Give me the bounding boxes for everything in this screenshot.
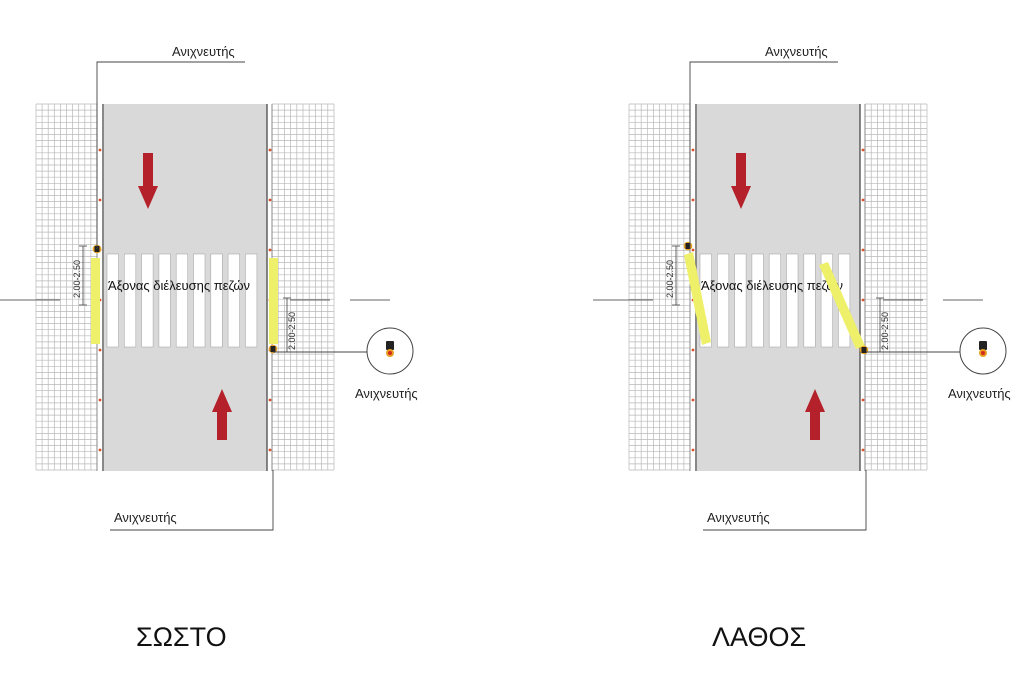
- crosswalk-stripe: [124, 253, 137, 348]
- arrow-down-icon: [138, 153, 158, 209]
- curb-marker: [98, 198, 102, 202]
- curb-marker: [268, 248, 272, 252]
- traffic-light-lamp-core: [981, 351, 985, 355]
- crosswalk-stripe: [141, 253, 154, 348]
- curb-marker: [691, 348, 695, 352]
- leader-bottom: [110, 470, 274, 531]
- dimension-right-text: 2.00-2.50: [880, 312, 890, 350]
- traffic-light-lamp-core: [388, 351, 392, 355]
- crosswalk-stripe: [175, 253, 188, 348]
- pedestrian-axis-label: Άξονας διέλευσης πεζών: [108, 278, 250, 293]
- crosswalk-stripe: [106, 253, 119, 348]
- dimension-left: 2.00-2.50: [72, 245, 87, 306]
- tactile-strip-right: [269, 258, 278, 344]
- dimension-right: 2.00-2.50: [876, 297, 890, 353]
- right-sidewalk-grid: [864, 103, 928, 471]
- pedestrian-axis-label: Άξονας διέλευσης πεζών: [701, 278, 843, 293]
- detector-label-right: Ανιχνευτής: [948, 386, 1011, 401]
- crosswalk-stripe: [820, 253, 833, 348]
- tactile-strip-right: [819, 262, 865, 349]
- dimension-left: 2.00-2.50: [665, 245, 680, 306]
- curb-marker: [268, 448, 272, 452]
- curb-marker: [861, 298, 865, 302]
- detector-label-bottom: Ανιχνευτής: [114, 510, 177, 525]
- leader-bottom: [703, 470, 867, 531]
- sidewalk-grid: [35, 103, 335, 471]
- curb-marker: [268, 148, 272, 152]
- detector-right: [268, 344, 278, 354]
- detector-right: [859, 345, 869, 355]
- dimension-right: 2.00-2.50: [283, 297, 297, 353]
- panel-correct: Άξονας διέλευσης πεζώνΑνιχνευτήςΑνιχνευτ…: [0, 44, 418, 652]
- curb-marker: [268, 398, 272, 402]
- panel-wrong: Άξονας διέλευσης πεζώνΑνιχνευτήςΑνιχνευτ…: [593, 44, 1011, 652]
- leader-top: [689, 61, 838, 249]
- curb-marker: [98, 398, 102, 402]
- tactile-strip-left: [91, 258, 100, 344]
- curb-marker: [691, 448, 695, 452]
- crosswalk-stripe: [210, 253, 223, 348]
- curb-marker: [691, 148, 695, 152]
- detector-body: [270, 346, 276, 352]
- crosswalk-stripe: [803, 253, 816, 348]
- detector-label-bottom: Ανιχνευτής: [707, 510, 770, 525]
- curb-marker: [691, 398, 695, 402]
- detector-label-top: Ανιχνευτής: [172, 44, 235, 59]
- curb-marker: [861, 448, 865, 452]
- left-sidewalk-grid: [35, 103, 98, 471]
- zebra-crossing: [106, 253, 258, 348]
- crosswalk-stripe: [717, 253, 730, 348]
- arrow-down-icon: [731, 153, 751, 209]
- curb-marker: [691, 248, 695, 252]
- crosswalk-stripe: [245, 253, 258, 348]
- traffic-light-icon: [959, 327, 1007, 375]
- curb-marker: [98, 448, 102, 452]
- leader-top: [96, 61, 245, 249]
- dimension-left-text: 2.00-2.50: [665, 260, 675, 298]
- detector-left: [683, 241, 693, 251]
- curb-marker: [861, 148, 865, 152]
- detector-label-right: Ανιχνευτής: [355, 386, 418, 401]
- dimension-right-text: 2.00-2.50: [287, 312, 297, 350]
- right-sidewalk-grid: [271, 103, 335, 471]
- curb-marker: [861, 248, 865, 252]
- dimension-left-text: 2.00-2.50: [72, 260, 82, 298]
- crosswalk-stripe: [734, 253, 747, 348]
- curb-marker: [691, 198, 695, 202]
- arrow-up-icon: [805, 389, 825, 440]
- crosswalk-stripe: [751, 253, 764, 348]
- panel-title: ΣΩΣΤΟ: [136, 622, 227, 652]
- crosswalk-stripe: [786, 253, 799, 348]
- curb-marker: [98, 148, 102, 152]
- detector-body: [861, 347, 867, 353]
- arrow-up-icon: [212, 389, 232, 440]
- left-sidewalk-grid: [628, 103, 691, 471]
- panel-title: ΛΑΘΟΣ: [712, 622, 806, 652]
- curb-marker: [861, 398, 865, 402]
- crosswalk-stripe: [158, 253, 171, 348]
- traffic-light-icon: [366, 327, 414, 375]
- crosswalk-stripe: [227, 253, 240, 348]
- detector-body: [685, 243, 691, 249]
- traffic-light-head: [979, 341, 987, 350]
- curb-marker: [268, 198, 272, 202]
- traffic-light-head: [386, 341, 394, 350]
- curb-marker: [98, 348, 102, 352]
- tactile-strip-left: [684, 252, 711, 345]
- crosswalk-stripe: [768, 253, 781, 348]
- detector-label-top: Ανιχνευτής: [765, 44, 828, 59]
- curb-marker: [861, 198, 865, 202]
- crosswalk-stripe: [193, 253, 206, 348]
